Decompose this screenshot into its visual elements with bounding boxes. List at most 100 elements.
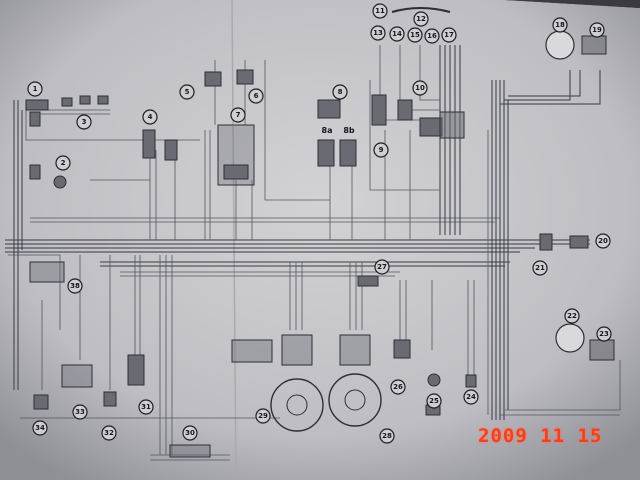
component-10: [397, 99, 413, 121]
callout-25: 25: [426, 393, 442, 409]
callout-number: 6: [254, 92, 259, 100]
wire-harness: [5, 45, 621, 461]
callout-number: 18: [555, 21, 565, 29]
callout-circle: [564, 308, 580, 324]
callout-number: 32: [104, 429, 114, 437]
callout-circle: [372, 3, 388, 19]
callout-circle: [595, 233, 611, 249]
callout-circle: [179, 84, 195, 100]
component-8a: [317, 139, 335, 167]
callout-circle: [248, 88, 264, 104]
component-22: [555, 323, 585, 353]
component-19: [581, 35, 607, 55]
callout-number: 27: [377, 263, 387, 271]
callout-3: 3: [76, 114, 92, 130]
callout-2: 2: [55, 155, 71, 171]
component-29: [270, 378, 324, 432]
callout-32: 32: [101, 425, 117, 441]
callout-14: 14: [389, 26, 405, 42]
component-29-plug: [281, 334, 313, 366]
callout-circle: [426, 393, 442, 409]
callout-38: 38: [67, 278, 83, 294]
callout-number: 5: [185, 88, 190, 96]
date-stamp: 2009 11 15: [478, 425, 603, 447]
callout-circle: [390, 379, 406, 395]
callout-circle: [138, 399, 154, 415]
component-31: [127, 354, 145, 386]
component-7-plug: [223, 164, 249, 180]
callout-7: 7: [230, 107, 246, 123]
callout-30: 30: [182, 425, 198, 441]
callout-number: 17: [444, 31, 454, 39]
callout-number: 25: [429, 397, 439, 405]
callout-number: 11: [375, 7, 385, 15]
callout-number: 15: [410, 31, 420, 39]
callout-circle: [413, 11, 429, 27]
callout-circle: [182, 425, 198, 441]
callout-circle: [532, 260, 548, 276]
callout-circle: [407, 27, 423, 43]
callout-number: 4: [148, 113, 153, 121]
callout-circle: [379, 428, 395, 444]
callout-13: 13: [370, 25, 386, 41]
callout-16: 16: [424, 28, 440, 44]
callout-number: 33: [75, 408, 85, 416]
component-18: [545, 30, 575, 60]
callout-number: 8: [338, 88, 343, 96]
callout-circle: [373, 142, 389, 158]
callout-27: 27: [374, 259, 390, 275]
callout-21: 21: [532, 260, 548, 276]
component-32: [103, 391, 117, 407]
component-20: [569, 235, 589, 249]
callout-number: 21: [535, 264, 545, 272]
component-8b: [339, 139, 357, 167]
callout-number: 10: [415, 84, 425, 92]
callout-circle: [424, 28, 440, 44]
callout-number: 38: [70, 282, 80, 290]
callout-circle: [76, 114, 92, 130]
callout-29: 29: [255, 408, 271, 424]
callout-28: 28: [379, 428, 395, 444]
callout-number: 34: [35, 424, 45, 432]
callout-circle: [370, 25, 386, 41]
callout-4: 4: [142, 109, 158, 125]
component-5: [204, 71, 222, 87]
callout-circle: [332, 84, 348, 100]
callout-11: 11: [372, 3, 388, 19]
component-23: [589, 339, 615, 361]
callout-circle: [589, 22, 605, 38]
callout-number: 9: [379, 146, 384, 154]
callout-number: 22: [567, 312, 577, 320]
callout-number: 26: [393, 383, 403, 391]
callout-circle: [72, 404, 88, 420]
component-3a: [61, 97, 73, 107]
callout-number: 29: [258, 412, 268, 420]
component-13-17-plug: [439, 111, 465, 139]
callout-circle: [412, 80, 428, 96]
component-28-core: [344, 389, 366, 411]
label-8b: 8b: [343, 126, 355, 135]
callout-circle: [389, 26, 405, 42]
callout-number: 28: [382, 432, 392, 440]
callout-6: 6: [248, 88, 264, 104]
component-21: [539, 233, 553, 251]
component-29-core: [286, 394, 308, 416]
callout-23: 23: [596, 326, 612, 342]
callout-circle: [67, 278, 83, 294]
callout-circle: [55, 155, 71, 171]
component-24: [465, 374, 477, 388]
component-30: [169, 444, 211, 458]
component-1-plug: [29, 111, 41, 127]
component-1: [25, 99, 49, 111]
callout-9: 9: [373, 142, 389, 158]
callout-15: 15: [407, 27, 423, 43]
callout-circle: [374, 259, 390, 275]
callout-number: 13: [373, 29, 383, 37]
component-38: [29, 261, 65, 283]
callout-33: 33: [72, 404, 88, 420]
component-6: [236, 69, 254, 85]
component-12: [391, 7, 451, 13]
